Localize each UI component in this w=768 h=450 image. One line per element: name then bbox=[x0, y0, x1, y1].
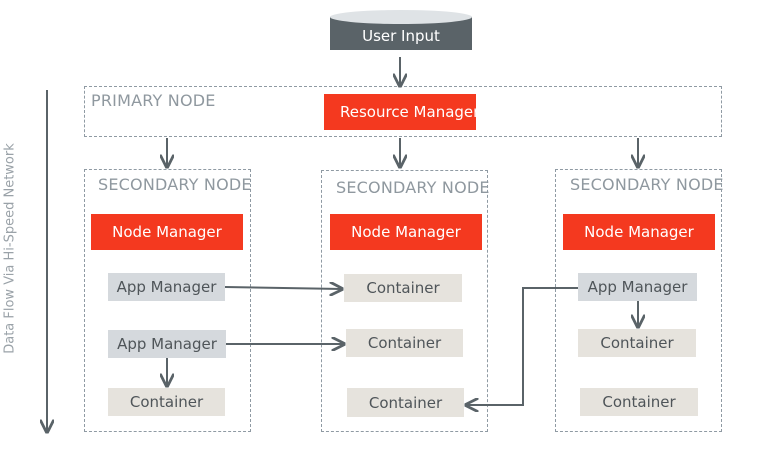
app-manager-1a: App Manager bbox=[108, 273, 225, 301]
container-3b: Container bbox=[580, 388, 698, 416]
user-input-cylinder: User Input bbox=[330, 10, 472, 50]
container-1: Container bbox=[108, 388, 225, 416]
user-input-label: User Input bbox=[362, 27, 440, 45]
app-manager-1b: App Manager bbox=[108, 330, 226, 358]
secondary-node-3-title: SECONDARY NODE bbox=[570, 175, 724, 194]
database-cylinder-icon bbox=[330, 10, 472, 50]
secondary-node-1-title: SECONDARY NODE bbox=[98, 175, 252, 194]
container-2c: Container bbox=[347, 388, 464, 417]
node-manager-2: Node Manager bbox=[330, 214, 482, 250]
primary-node-title: PRIMARY NODE bbox=[91, 91, 216, 110]
secondary-node-2-title: SECONDARY NODE bbox=[336, 178, 490, 197]
container-3a: Container bbox=[578, 329, 696, 357]
app-manager-3: App Manager bbox=[578, 273, 697, 301]
secondary-node-1 bbox=[84, 169, 251, 432]
resource-manager-box: Resource Manager bbox=[324, 94, 476, 130]
container-2b: Container bbox=[346, 329, 463, 357]
data-flow-label: Data Flow Via Hi-Speed Network bbox=[2, 143, 18, 354]
node-manager-3: Node Manager bbox=[563, 214, 715, 250]
container-2a: Container bbox=[344, 274, 462, 302]
node-manager-1: Node Manager bbox=[91, 214, 243, 250]
